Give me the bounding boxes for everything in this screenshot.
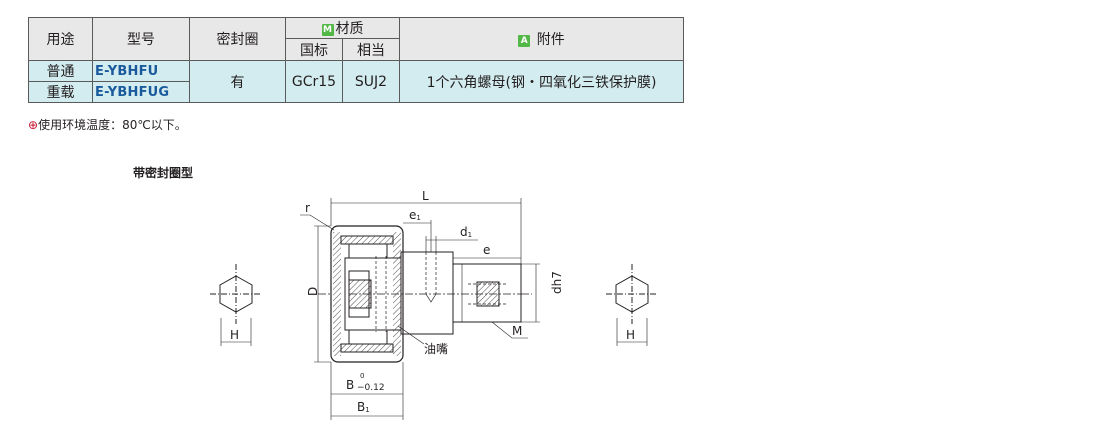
label-B: B (346, 378, 354, 392)
label-e: e (483, 243, 490, 257)
label-B1: B1 (357, 400, 370, 414)
label-B1-main: B (357, 400, 365, 414)
label-B-tol-upper: 0 (360, 372, 364, 380)
label-M: M (512, 324, 522, 338)
label-D: D (306, 287, 320, 296)
label-oil-nozzle: 油嘴 (424, 342, 448, 356)
label-L: L (422, 189, 429, 203)
warning-icon: ⊕ (28, 118, 39, 132)
row-usage: 普通 (28, 60, 93, 82)
label-d1-main: d (460, 225, 468, 239)
seal-value: 有 (189, 60, 286, 103)
accessory-badge-icon: A (518, 35, 531, 47)
row-model: E-YBHFU (92, 60, 190, 82)
header-accessory-label: 附件 (536, 32, 565, 48)
label-dh7: dh7 (550, 271, 564, 294)
dim-d1 (425, 236, 478, 252)
header-accessory: A 附件 (399, 17, 684, 61)
header-usage: 用途 (28, 17, 93, 61)
header-material-label: 材质 (335, 21, 364, 37)
row-usage: 重载 (28, 81, 93, 103)
drawing-title: 带密封圈型 (133, 166, 194, 180)
label-e1-main: e (409, 208, 416, 222)
label-B-tol-lower: −0.12 (357, 383, 385, 393)
row-model: E-YBHFUG (92, 81, 190, 103)
dim-e1 (403, 220, 432, 252)
leader-lines (300, 214, 528, 345)
label-H-left: H (230, 328, 239, 342)
material-badge-icon: M (321, 24, 334, 36)
dim-L (330, 198, 522, 264)
label-d1: d1 (460, 225, 472, 239)
stud-body (318, 251, 532, 335)
header-material-std: 国标 (285, 38, 343, 61)
hex-end-view-right (606, 264, 658, 346)
dim-D (314, 225, 331, 363)
label-e1: e1 (409, 208, 421, 222)
dim-dh7 (521, 263, 540, 323)
header-material-equiv: 相当 (342, 38, 400, 61)
label-B1-sub: 1 (365, 406, 369, 414)
label-d1-sub: 1 (468, 231, 472, 239)
usage-note: ⊕使用环境温度：80℃以下。 (28, 116, 187, 133)
label-r: r (305, 201, 310, 215)
material-equiv-value: SUJ2 (342, 60, 400, 103)
note-text: 使用环境温度：80℃以下。 (38, 118, 187, 132)
dim-B (330, 362, 404, 420)
hex-end-view-left (210, 264, 262, 346)
label-H-right: H (626, 328, 635, 342)
accessory-value: 1个六角螺母(钢・四氧化三铁保护膜) (399, 60, 684, 103)
label-e1-sub: 1 (416, 214, 420, 222)
